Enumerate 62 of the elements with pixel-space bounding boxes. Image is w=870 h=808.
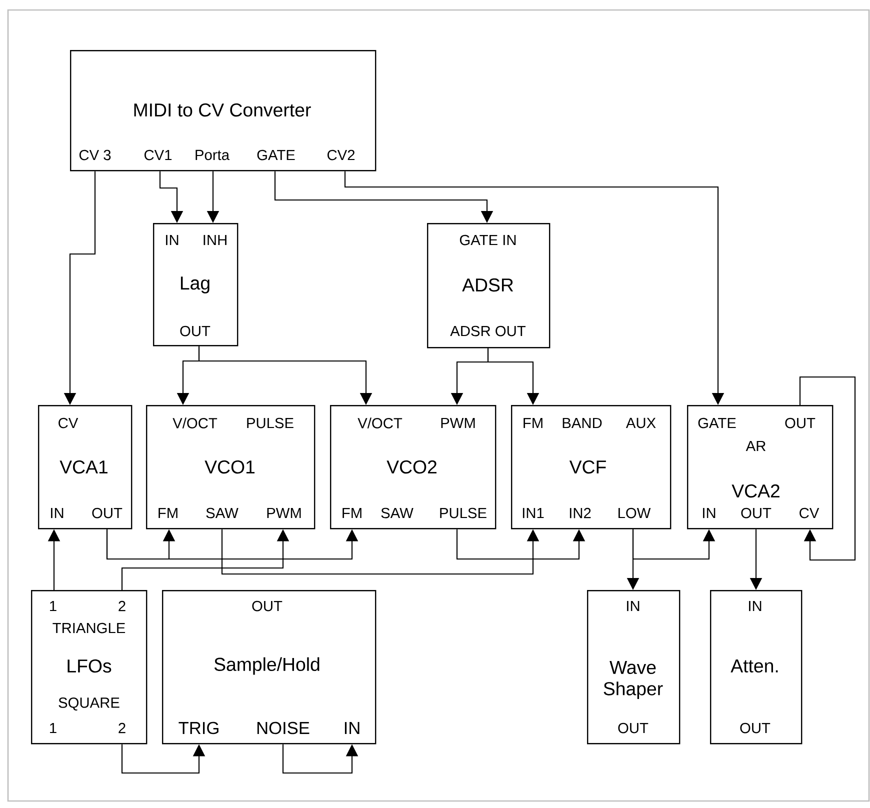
port-label: FM (342, 508, 362, 518)
port-label: TRIG (178, 722, 218, 734)
port-label: CV2 (328, 150, 355, 160)
port-label: 1 (50, 722, 56, 734)
port-label: IN (51, 508, 64, 518)
signal-arrow (799, 376, 856, 561)
port-label: CV (58, 418, 78, 428)
port-label: IN2 (570, 508, 591, 518)
port-label: GATE (257, 150, 295, 160)
module-title: VCA2 (732, 484, 780, 498)
port-label: IN (749, 600, 762, 612)
port-label: CV (800, 508, 820, 518)
port-label: FM (524, 418, 542, 428)
port-label: SAW (381, 508, 414, 518)
module-title: VCO1 (204, 460, 255, 474)
port-label: OUT (180, 326, 210, 336)
port-label: BAND (562, 418, 602, 428)
port-label: NOISE (257, 722, 310, 734)
module-title: Wave Shaper (604, 661, 663, 700)
port-label: PULSE (440, 508, 486, 518)
port-label: IN (344, 722, 360, 734)
port-label: V/OCT (358, 418, 402, 428)
port-label: 1 (50, 600, 56, 612)
port-label: IN (703, 508, 716, 518)
port-label: PWM (267, 508, 301, 518)
port-label: INH (204, 234, 226, 246)
port-label: IN1 (522, 508, 544, 518)
port-label: Porta (196, 150, 230, 160)
port-label: SAW (206, 508, 238, 518)
module-title: VCO2 (386, 460, 436, 474)
port-label: OUT (741, 508, 772, 518)
port-label: FM (158, 508, 178, 518)
port-label: OUT (252, 600, 282, 612)
module-title: LFOs (68, 659, 112, 673)
port-label: 2 (118, 722, 126, 734)
port-label: V/OCT (172, 418, 218, 428)
port-label: AUX (626, 418, 656, 428)
port-label: SQUARE (58, 698, 120, 710)
port-label: ADSR OUT (450, 326, 526, 336)
port-label: GATE (698, 418, 736, 428)
port-label: OUT (785, 418, 816, 428)
module-title: MIDI to CV Converter (134, 103, 311, 117)
module-title: VCA1 (60, 460, 108, 474)
port-label: GATE IN (460, 234, 516, 246)
port-label: AR (746, 440, 766, 452)
port-label: TRIANGLE (52, 622, 126, 634)
port-label: LOW (618, 508, 651, 518)
port-label: 2 (118, 600, 126, 612)
module-title: Lag (180, 276, 210, 294)
port-label: OUT (740, 722, 770, 734)
port-label: IN (627, 600, 640, 612)
port-label: PWM (441, 418, 475, 428)
port-label: OUT (92, 508, 122, 518)
module-title: VCF (569, 460, 606, 474)
port-label: CV1 (144, 150, 172, 160)
port-label: OUT (618, 722, 648, 734)
module-title: Atten. (730, 660, 778, 673)
port-label: CV 3 (79, 150, 111, 160)
module-title: Sample/Hold (214, 657, 320, 675)
port-label: IN (166, 234, 178, 246)
port-label: PULSE (247, 418, 294, 428)
module-title: ADSR (462, 278, 514, 292)
